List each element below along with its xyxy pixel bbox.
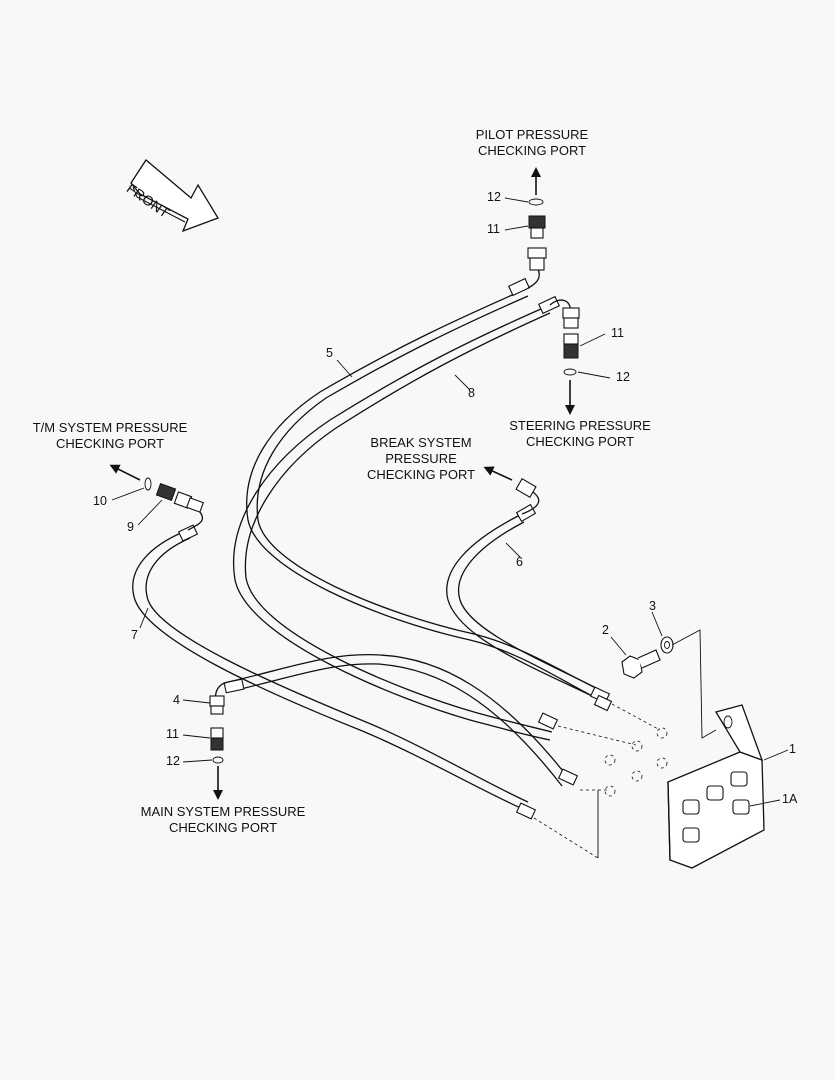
callout-6: 6 bbox=[516, 555, 523, 569]
callout-11-top: 11 bbox=[487, 222, 500, 236]
callout-8: 8 bbox=[468, 386, 475, 400]
brake-port-line3: CHECKING PORT bbox=[366, 467, 476, 482]
main-port-line2: CHECKING PORT bbox=[168, 820, 278, 835]
callout-9: 9 bbox=[127, 520, 134, 534]
tm-port-line2: CHECKING PORT bbox=[55, 436, 165, 451]
callout-12-top: 12 bbox=[487, 190, 501, 204]
hose-5-icon bbox=[246, 287, 605, 701]
alignment-lines bbox=[533, 629, 717, 859]
callout-1a: 1A bbox=[782, 792, 798, 806]
callout-3: 3 bbox=[649, 599, 656, 613]
fitting-icon bbox=[515, 478, 537, 498]
brake-port-line2: PRESSURE bbox=[385, 451, 457, 466]
tm-port-line1: T/M SYSTEM PRESSURE bbox=[32, 420, 188, 435]
pilot-port-line2: CHECKING PORT bbox=[477, 143, 587, 158]
pilot-port-label: PILOT PRESSURE CHECKING PORT bbox=[462, 127, 602, 159]
callout-2: 2 bbox=[602, 623, 609, 637]
callout-12-bottom: 12 bbox=[166, 754, 180, 768]
direction-arrow-icon bbox=[109, 464, 141, 481]
callout-10: 10 bbox=[93, 494, 107, 508]
hose-6-icon bbox=[446, 513, 605, 701]
callout-11-right: 11 bbox=[611, 326, 624, 340]
brake-port-label: BREAK SYSTEM PRESSURE CHECKING PORT bbox=[351, 435, 491, 483]
callout-1: 1 bbox=[789, 742, 796, 756]
steering-port-line1: STEERING PRESSURE bbox=[509, 418, 651, 433]
tm-port-label: T/M SYSTEM PRESSURE CHECKING PORT bbox=[20, 420, 200, 452]
bolt-icon bbox=[621, 649, 661, 679]
front-arrow-icon bbox=[130, 159, 219, 233]
main-port-line1: MAIN SYSTEM PRESSURE bbox=[140, 804, 306, 819]
fitting-icon bbox=[682, 771, 750, 843]
callout-5: 5 bbox=[326, 346, 333, 360]
hose-7-icon bbox=[132, 529, 529, 811]
fitting-icon bbox=[562, 307, 580, 376]
callout-11-bottom: 11 bbox=[166, 727, 179, 741]
direction-arrow-icon bbox=[483, 466, 513, 481]
steering-port-line2: CHECKING PORT bbox=[525, 434, 635, 449]
fitting-icon bbox=[144, 477, 204, 513]
pilot-port-line1: PILOT PRESSURE bbox=[475, 127, 589, 142]
main-port-label: MAIN SYSTEM PRESSURE CHECKING PORT bbox=[123, 804, 323, 836]
steering-port-label: STEERING PRESSURE CHECKING PORT bbox=[490, 418, 670, 450]
hose-4-icon bbox=[227, 653, 571, 787]
brake-port-line1: BREAK SYSTEM bbox=[370, 435, 472, 450]
washer-icon bbox=[660, 636, 674, 654]
bracket-icon bbox=[667, 704, 765, 869]
fitting-icon bbox=[527, 198, 547, 271]
fitting-icon bbox=[209, 695, 225, 764]
callout-4: 4 bbox=[173, 693, 180, 707]
hose-8-icon bbox=[233, 304, 553, 741]
callout-12-right: 12 bbox=[616, 370, 630, 384]
callout-7: 7 bbox=[131, 628, 138, 642]
leader-lines bbox=[111, 197, 789, 807]
